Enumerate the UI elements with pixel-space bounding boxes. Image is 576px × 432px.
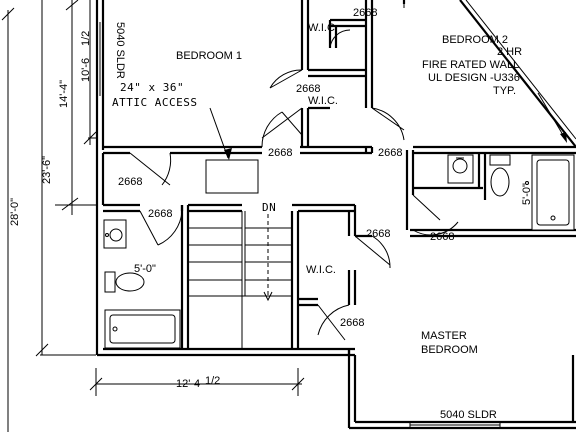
dim-depth-10-frac: 1/2 [80,31,92,46]
attic-access [205,107,259,194]
fire-note-line2: FIRE RATED WALL [422,59,519,71]
room-label-bedroom1: BEDROOM 1 [176,50,242,62]
dim-depth-10-main: 10'-6 [80,58,92,82]
walls [95,0,576,430]
dim-bath-right: 5'-0" [521,183,533,205]
door-label-6: 2668 [148,208,172,220]
room-label-bedroom2: BEDROOM 2 [442,34,508,46]
room-label-master-line1: MASTER [421,330,467,342]
attic-access-label: ATTIC ACCESS [112,96,197,109]
fixtures [103,154,575,349]
door-swings [129,0,459,341]
dimension-lines [1,0,305,432]
dim-width-12-frac: 1/2 [205,375,220,387]
staircase [188,211,292,349]
window-label-left-sldr: 5040 SLDR [114,22,126,79]
dim-depth-14: 14'-4" [58,80,70,108]
door-label-8: 2668 [430,231,454,243]
door-label-5: 2668 [118,176,142,188]
window-label-bottom-sldr: 5040 SLDR [440,409,497,421]
fire-rated-leader [537,92,567,143]
stair-dn-label: DN [262,201,276,214]
door-label-9: 2668 [340,317,364,329]
door-label-4: 2668 [378,147,402,159]
door-label-7: 2668 [366,228,390,240]
attic-size-label: 24" x 36" [120,81,184,94]
door-label-3: 2668 [268,147,292,159]
door-label-1: 2668 [353,7,377,19]
dim-depth-23: 23'-6" [41,156,53,184]
dim-overall-depth: 28'-0" [9,198,21,226]
room-label-wic-mid: W.I.C. [308,95,338,107]
fire-note-line4: TYP. [493,85,516,97]
room-label-wic-top: W.I.C. [308,22,338,34]
room-label-wic-master: W.I.C. [306,264,336,276]
dim-width-12-main: 12'-4 [176,378,200,390]
room-label-master-line2: BEDROOM [421,344,478,356]
dim-bath-left: 5'-0" [134,263,156,275]
fire-note-line3: UL DESIGN -U336 [428,72,520,84]
fire-note-line1: 2 HR [497,46,522,58]
door-label-2: 2668 [296,83,320,95]
